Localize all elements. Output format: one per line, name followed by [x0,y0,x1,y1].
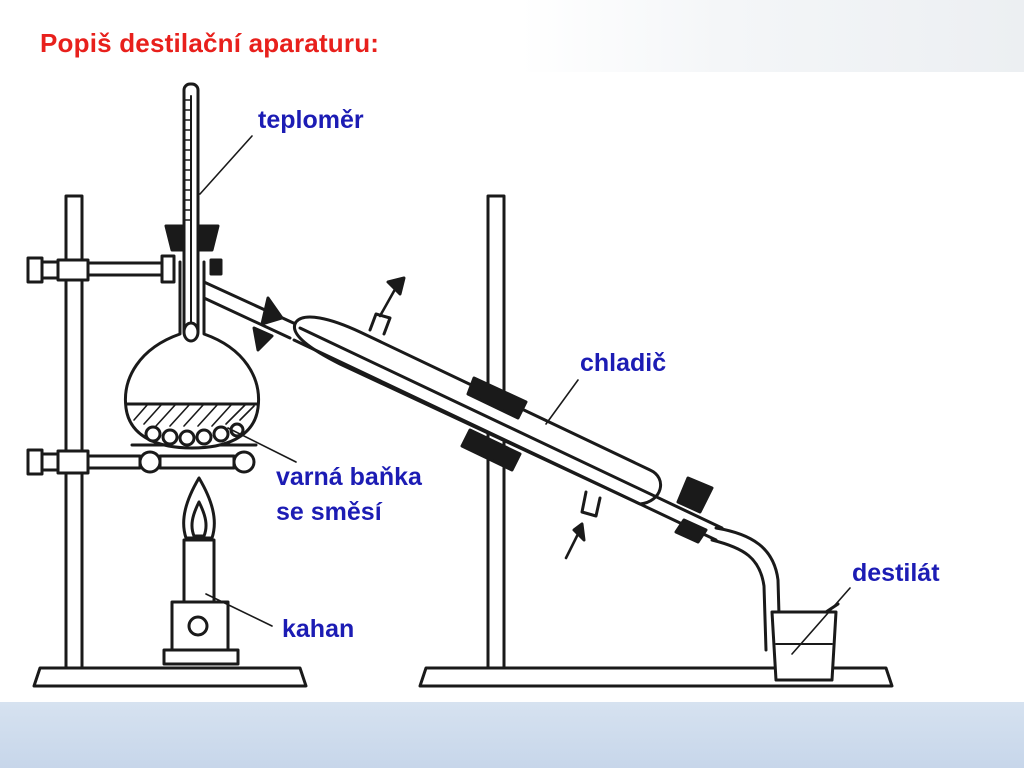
left-stand [26,194,308,688]
condenser [292,276,724,560]
leader-thermometer [199,135,253,195]
label-thermometer: teploměr [258,106,364,134]
label-flask-line2: se směsí [276,498,382,526]
leader-condenser [545,379,579,425]
leader-flask [227,427,297,463]
leader-distillate [791,587,851,655]
side-arm [202,280,302,352]
label-flask-line1: varná baňka [276,463,422,491]
leader-lines [199,135,851,655]
thermometer [182,82,200,343]
footer-band [0,702,1024,768]
receiver-beaker [770,602,840,682]
slide-title: Popiš destilační aparaturu: [40,28,380,58]
adapter [710,526,782,652]
bunsen-burner [162,476,240,666]
label-distillate: destilát [852,559,940,587]
label-condenser: chladič [580,349,667,377]
label-burner: kahan [282,615,355,643]
boiling-flask [123,224,261,450]
header-band [520,0,1024,72]
leader-burner [205,593,273,627]
